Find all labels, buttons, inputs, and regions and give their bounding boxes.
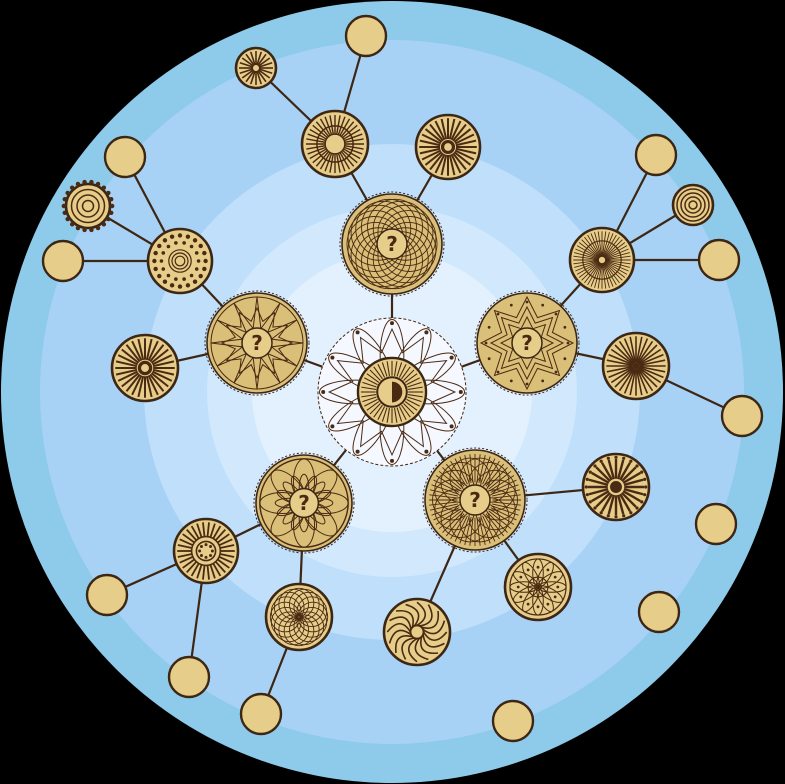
pattern-node-left-dots[interactable] [146, 227, 214, 295]
node-disc [671, 183, 715, 227]
locked-question-mark: ? [386, 232, 398, 256]
pattern-node-top-right[interactable] [414, 113, 482, 181]
locked-question-mark: ? [469, 488, 481, 512]
center-mandala-node[interactable] [317, 317, 467, 467]
dotted-rings-icon [152, 233, 208, 289]
empty-node-disc [41, 239, 85, 283]
empty-node[interactable] [634, 133, 678, 177]
empty-node[interactable] [694, 502, 738, 546]
pattern-node-bottom-left-center[interactable] [264, 582, 334, 652]
star-mandala-icon [210, 296, 304, 390]
pattern-node-right-lower[interactable] [581, 452, 651, 522]
locked-question-mark: ? [251, 331, 263, 355]
empty-node[interactable] [637, 590, 681, 634]
node-disc [234, 46, 278, 90]
lattice-mandala-icon [479, 295, 575, 391]
locked-node-bottom-left[interactable]: ? [253, 452, 355, 554]
node-disc [264, 582, 334, 652]
swirl-icon [386, 601, 448, 663]
empty-node[interactable] [85, 573, 129, 617]
eye-mandala-icon [317, 317, 467, 467]
empty-node[interactable] [239, 692, 283, 736]
node-outline [422, 447, 528, 553]
fine-rays-icon [573, 231, 631, 289]
beaded-ring-icon [61, 179, 115, 233]
pattern-node-bottom[interactable] [382, 597, 452, 667]
flower-mandala-icon [259, 458, 349, 548]
pattern-node-right-top[interactable] [568, 226, 636, 294]
pattern-node-right[interactable] [601, 331, 671, 401]
node-disc [300, 109, 370, 179]
ray-ring-icon [177, 522, 235, 580]
node-outline [253, 452, 355, 554]
pattern-node-top[interactable] [300, 109, 370, 179]
starburst-icon [239, 51, 273, 85]
locked-node-right[interactable]: ? [474, 290, 580, 396]
sun-rays-icon [115, 338, 175, 398]
dotted-burst-icon [584, 455, 648, 519]
concentric-rings-icon [676, 188, 710, 222]
lock-badge [511, 327, 543, 359]
empty-node[interactable] [41, 239, 85, 283]
locked-node-top[interactable]: ? [339, 191, 445, 297]
concentric-lines-icon [305, 114, 365, 174]
empty-node-disc [344, 14, 388, 58]
empty-node-disc [697, 238, 741, 282]
spirograph-icon [269, 587, 329, 647]
empty-node-disc [85, 573, 129, 617]
burst-icon [606, 336, 666, 396]
empty-node[interactable] [697, 238, 741, 282]
lock-badge [459, 484, 491, 516]
node-outline [474, 290, 580, 396]
lock-badge [376, 228, 408, 260]
locked-question-mark: ? [521, 331, 533, 355]
empty-node-disc [103, 135, 147, 179]
empty-node-disc [634, 133, 678, 177]
pattern-node-right-small[interactable] [671, 183, 715, 227]
node-disc [64, 182, 112, 230]
pattern-node-left-small-dots[interactable] [61, 179, 115, 233]
empty-node-disc [239, 692, 283, 736]
empty-node[interactable] [167, 655, 211, 699]
empty-node-disc [694, 502, 738, 546]
pattern-node-top-small[interactable] [234, 46, 278, 90]
sun-rays-icon [419, 118, 477, 176]
empty-node[interactable] [103, 135, 147, 179]
locked-node-bottom-right[interactable]: ? [422, 447, 528, 553]
lock-badge [241, 327, 273, 359]
eye-icon [392, 381, 403, 403]
node-disc [172, 517, 240, 585]
node-disc [146, 227, 214, 295]
locked-node-left[interactable]: ? [204, 290, 310, 396]
empty-node-disc [720, 394, 764, 438]
pattern-node-lower-right[interactable] [503, 552, 573, 622]
node-outline [339, 191, 445, 297]
node-disc [382, 597, 452, 667]
empty-node-disc [491, 699, 535, 743]
node-outline [204, 290, 310, 396]
nodes-layer: ????? [41, 14, 764, 743]
locked-question-mark: ? [298, 491, 310, 515]
empty-node[interactable] [491, 699, 535, 743]
empty-node[interactable] [344, 14, 388, 58]
lace-mandala-icon [509, 558, 567, 616]
empty-node-disc [167, 655, 211, 699]
pattern-node-bottom-left[interactable] [172, 517, 240, 585]
lock-badge [288, 487, 320, 519]
pattern-node-left[interactable] [110, 333, 180, 403]
empty-node-disc [637, 590, 681, 634]
empty-node[interactable] [720, 394, 764, 438]
